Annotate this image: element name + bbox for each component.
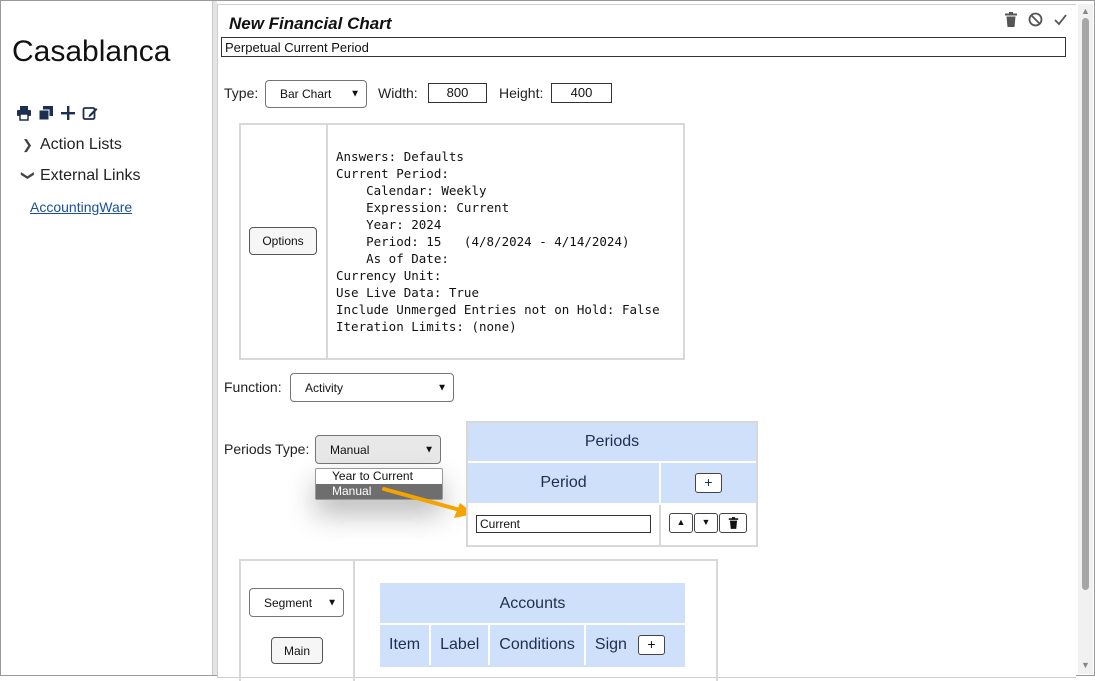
chevron-right-icon: ❯	[22, 137, 33, 152]
main-button[interactable]: Main	[271, 637, 323, 664]
accounts-table-title: Accounts	[499, 595, 566, 612]
options-button[interactable]: Options	[249, 227, 317, 255]
sidebar-item-action-lists[interactable]: ❯ Action Lists	[22, 136, 122, 154]
sidebar-item-label: External Links	[40, 167, 141, 184]
period-row-actions: ▲ ▼	[669, 513, 747, 533]
accounts-header-row: Item Label Conditions Sign +	[380, 623, 685, 665]
edit-icon[interactable]	[82, 105, 98, 121]
trash-icon[interactable]	[719, 513, 747, 533]
period-column-header: Period	[468, 463, 659, 503]
column-conditions: Conditions	[490, 625, 586, 665]
divider	[353, 561, 355, 681]
trash-icon[interactable]	[1004, 12, 1018, 32]
add-period-cell: +	[661, 463, 756, 503]
vertical-scrollbar[interactable]: ▲ ▼	[1078, 4, 1093, 674]
function-select-value: Activity	[305, 380, 344, 395]
sidebar-item-label: Action Lists	[40, 136, 122, 153]
segment-select[interactable]: Segment ▼	[249, 588, 344, 617]
move-down-icon[interactable]: ▼	[694, 513, 718, 533]
options-panel: Options Answers: Defaults Current Period…	[239, 123, 685, 360]
column-sign: Sign	[594, 636, 627, 653]
scroll-up-icon[interactable]: ▲	[1081, 6, 1090, 16]
column-item: Item	[380, 625, 432, 665]
periods-type-label: Periods Type:	[224, 441, 310, 457]
accounts-table: Accounts Item Label Conditions Sign +	[380, 583, 685, 667]
sidebar: Casablanca ❯ Action Lists ❯ External Lin…	[1, 1, 212, 675]
print-icon[interactable]	[16, 105, 32, 121]
chevron-down-icon: ▼	[327, 597, 337, 608]
chart-name-input[interactable]: Perpetual Current Period	[221, 37, 1066, 57]
period-input[interactable]: Current	[476, 515, 651, 533]
height-label: Height:	[499, 85, 544, 101]
column-label: Label	[431, 625, 491, 665]
divider	[326, 125, 328, 358]
cancel-icon[interactable]	[1028, 12, 1043, 32]
chevron-down-icon: ▼	[424, 444, 434, 455]
divider	[659, 505, 661, 545]
type-select-value: Bar Chart	[280, 87, 332, 101]
sidebar-toolbar	[16, 105, 98, 121]
dropdown-option-year-to-current[interactable]: Year to Current	[332, 469, 413, 483]
periods-type-value: Manual	[330, 442, 370, 457]
type-label: Type:	[224, 85, 259, 101]
chevron-down-icon: ❯	[21, 170, 36, 181]
options-summary: Answers: Defaults Current Period: Calend…	[336, 149, 660, 334]
add-account-button[interactable]: +	[637, 635, 665, 655]
width-input[interactable]: 800	[428, 83, 487, 103]
sidebar-splitter[interactable]	[212, 1, 217, 675]
segment-panel: Segment ▼ Main	[239, 559, 718, 681]
link-accountingware[interactable]: AccountingWare	[30, 199, 133, 215]
periods-table-title: Periods	[468, 423, 756, 461]
type-select[interactable]: Bar Chart ▼	[265, 80, 367, 108]
function-label: Function:	[224, 379, 282, 395]
periods-type-select[interactable]: Manual ▼	[315, 435, 441, 464]
header-actions	[1004, 12, 1068, 32]
add-period-button[interactable]: +	[695, 473, 722, 493]
chevron-down-icon: ▼	[437, 382, 447, 393]
brand-title: Casablanca	[12, 35, 171, 68]
chart-editor-panel: New Financial Chart Perpetual Current Pe…	[217, 4, 1076, 681]
copy-icon[interactable]	[38, 105, 54, 121]
page-title: New Financial Chart	[229, 14, 392, 33]
periods-table: Periods Period + Current ▲ ▼	[466, 421, 758, 547]
move-up-icon[interactable]: ▲	[669, 513, 693, 533]
scroll-down-icon[interactable]: ▼	[1081, 660, 1090, 670]
plus-icon[interactable]	[60, 105, 76, 121]
scrollbar-thumb[interactable]	[1082, 18, 1089, 590]
sidebar-item-external-links[interactable]: ❯ External Links	[21, 167, 141, 185]
check-icon[interactable]	[1053, 12, 1068, 32]
segment-select-value: Segment	[264, 595, 313, 610]
height-input[interactable]: 400	[551, 83, 612, 103]
width-label: Width:	[378, 85, 418, 101]
chevron-down-icon: ▼	[350, 88, 360, 100]
function-select[interactable]: Activity ▼	[290, 373, 454, 402]
